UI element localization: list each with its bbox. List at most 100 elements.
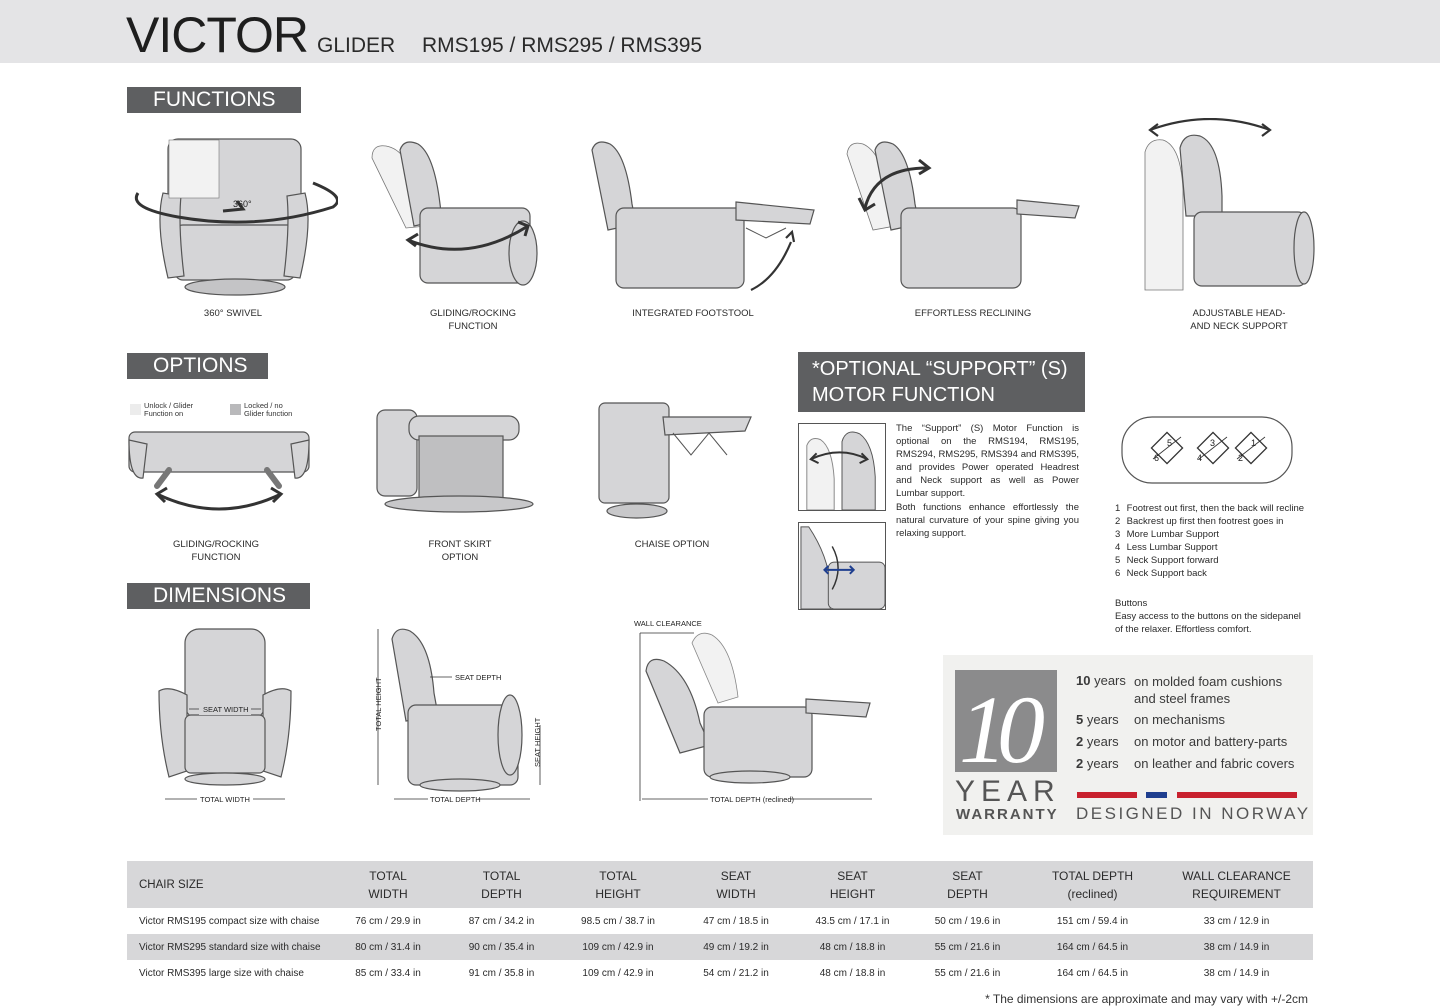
flag-stripe-red-left [1077,792,1137,798]
table-cell: 151 cm / 59.4 in [1056,915,1129,927]
table-cell: Victor RMS295 standard size with chaise [127,934,332,960]
table-cell: 91 cm / 35.8 in [468,967,535,979]
dim-seat-width: SEAT WIDTH [203,705,249,714]
table-row: Victor RMS395 large size with chaise 85 … [127,960,1313,986]
table-header-row: CHAIR SIZE TOTAL WIDTH TOTAL DEPTH TOTAL… [127,861,1313,908]
dim-total-depth-reclined: TOTAL DEPTH (reclined) [710,795,795,804]
support-headrest-thumb [798,423,886,511]
panel-number-4: 4 [1197,453,1202,463]
dim-total-depth: TOTAL DEPTH [430,795,481,804]
panel-number-5: 5 [1167,438,1172,448]
table-cell: Victor RMS395 large size with chaise [139,967,304,979]
list-item: 6 Neck Support back [1115,568,1207,579]
table-cell: Victor RMS195 compact size with chaise [139,915,320,927]
reclined-view-chair-icon: WALL CLEARANCE TOTAL DEPTH (reclined) [630,615,885,810]
panel-number-3: 3 [1210,438,1215,448]
chaise-option-icon [597,393,757,520]
dim-seat-height: SEAT HEIGHT [533,717,542,767]
warranty-badge: 10 [955,670,1057,783]
swivel-chair-icon: 360° [133,133,338,298]
buttons-title: Buttons [1115,598,1148,609]
legend-locked-swatch [230,404,241,415]
model-numbers: RMS195 / RMS295 / RMS395 [422,34,703,57]
support-paragraph-1: The “Support” (S) Motor Function is opti… [896,423,1079,499]
panel-number-2: 2 [1238,453,1243,463]
table-cell: 55 cm / 21.6 in [910,934,1025,960]
list-item: 5 Neck Support forward [1115,555,1219,566]
dimensions-table: CHAIR SIZE TOTAL WIDTH TOTAL DEPTH TOTAL… [127,861,1313,986]
side-view-chair-icon: SEAT DEPTH TOTAL DEPTH TOTAL HEIGHT SEAT… [370,625,550,810]
buttons-description: Easy access to the buttons on the sidepa… [1115,611,1301,635]
table-row: Victor RMS295 standard size with chaise … [127,934,1313,960]
glider-base-icon [127,430,312,515]
section-functions: FUNCTIONS [127,87,301,113]
table-cell: 109 cm / 42.9 in [559,934,677,960]
list-item: 4 Less Lumbar Support [1115,542,1218,553]
caption-gliding: GLIDING/ROCKING FUNCTION [429,308,517,332]
header-band [0,0,1440,63]
table-cell: 48 cm / 18.8 in [795,934,910,960]
caption-headrest: ADJUSTABLE HEAD- AND NECK SUPPORT [1190,308,1288,332]
headrest-chair-icon [1140,118,1315,293]
table-header: CHAIR SIZE [127,861,332,908]
button-function-list: 1 Footrest out first, then the back will… [1115,502,1304,580]
caption-chaise: CHAISE OPTION [634,539,710,550]
caption-front-skirt: FRONT SKIRT OPTION [428,539,492,563]
panel-number-6: 6 [1154,453,1159,463]
caption-swivel: 360° SWIVEL [203,308,263,319]
table-cell: 87 cm / 34.2 in [468,915,535,927]
legend-unlock-swatch [130,404,141,415]
table-cell: 80 cm / 31.4 in [332,934,444,960]
section-options: OPTIONS [127,353,268,379]
table-cell: 38 cm / 14.9 in [1160,934,1313,960]
table-header: TOTAL DEPTH [444,861,559,908]
table-header: SEAT HEIGHT [795,861,910,908]
table-cell: 90 cm / 35.4 in [444,934,559,960]
warranty-label: WARRANTY [956,806,1059,823]
designed-in-norway: DESIGNED IN NORWAY [1076,804,1311,823]
button-panel-icon: 5 6 3 4 1 2 [1120,415,1295,487]
table-header: TOTAL HEIGHT [559,861,677,908]
list-item: 2 Backrest up first then footrest goes i… [1115,516,1284,527]
table-header: TOTAL DEPTH (reclined) [1025,861,1160,908]
table-cell: 76 cm / 29.9 in [355,915,421,927]
table-header: TOTAL WIDTH [332,861,444,908]
support-lumbar-thumb [798,522,886,610]
table-cell: 38 cm / 14.9 in [1203,967,1270,979]
list-item: 1 Footrest out first, then the back will… [1115,503,1305,514]
brand-title: VICTOR [126,7,309,63]
caption-footstool: INTEGRATED FOOTSTOOL [632,308,754,319]
table-cell: 49 cm / 19.2 in [677,934,795,960]
table-cell: 55 cm / 21.6 in [934,967,1001,979]
support-paragraph-2: Both functions enhance effortlessly the … [896,502,1079,539]
reclining-chair-icon [845,138,1085,293]
front-skirt-icon [373,408,551,515]
list-item: 3 More Lumbar Support [1115,529,1220,540]
dim-wall-clearance: WALL CLEARANCE [634,619,702,628]
warranty-year: YEAR [955,775,1061,808]
table-header: SEAT DEPTH [910,861,1025,908]
support-title: *OPTIONAL “SUPPORT” (S) MOTOR FUNCTION [798,352,1085,412]
table-cell: 47 cm / 18.5 in [703,915,769,927]
rocking-chair-icon [368,138,543,293]
dim-seat-depth: SEAT DEPTH [455,673,501,682]
legend-locked-text: Locked / no Glider function [244,401,293,418]
table-cell: 33 cm / 12.9 in [1203,915,1270,927]
table-cell: 50 cm / 19.6 in [934,915,1001,927]
panel-number-1: 1 [1251,438,1256,448]
section-dimensions: DIMENSIONS [127,583,310,609]
table-cell: 48 cm / 18.8 in [819,967,886,979]
caption-option-gliding: GLIDING/ROCKING FUNCTION [172,539,260,563]
table-cell: 43.5 cm / 17.1 in [815,915,890,927]
table-cell: 164 cm / 64.5 in [1025,934,1160,960]
table-cell: 54 cm / 21.2 in [703,967,769,979]
flag-stripe-red-right [1177,792,1297,798]
table-cell: 109 cm / 42.9 in [582,967,654,979]
buttons-note: Buttons Easy access to the buttons on th… [1115,597,1305,636]
caption-reclining: EFFORTLESS RECLINING [914,308,1032,319]
table-cell: 85 cm / 33.4 in [355,967,421,979]
